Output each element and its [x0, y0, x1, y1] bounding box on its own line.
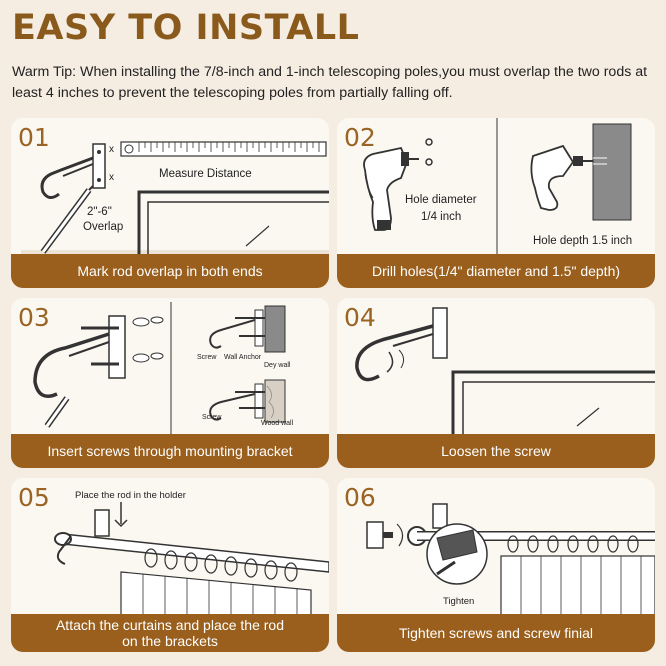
step-04-number: 04	[344, 303, 376, 332]
step-04-panel: 04 Loosen the screw	[337, 298, 655, 468]
tape-ticks	[138, 142, 320, 152]
x-mark-top: x	[109, 144, 114, 155]
step-02-number: 02	[344, 123, 376, 152]
x-mark-bottom: x	[109, 172, 114, 183]
step-02-panel: 02 Hole diameter 1/4 inch Hole depth 1.5…	[337, 118, 655, 288]
step-05-caption-line2: on the brackets	[122, 633, 218, 649]
wood-wall-label: Wood wall	[261, 420, 294, 427]
step-06-number: 06	[344, 483, 376, 512]
step-03-panel: 03 Screw Wall Anchor Dey wall Screw Wood…	[11, 298, 329, 468]
page-title: EASY TO INSTALL	[12, 8, 360, 48]
quarter-inch-label: 1/4 inch	[421, 211, 462, 223]
step-01-caption: Mark rod overlap in both ends	[11, 254, 329, 288]
tighten-label: Tighten	[443, 596, 475, 607]
measure-distance-label: Measure Distance	[159, 168, 252, 180]
step-06-panel: 06 Tighten Tighten screws and screw fini…	[337, 478, 655, 652]
screw-label-2: Screw	[202, 414, 222, 421]
step-03-number: 03	[18, 303, 50, 332]
overlap-size-label: 2"-6"	[87, 206, 112, 218]
step-04-caption: Loosen the screw	[337, 434, 655, 468]
step-05-panel: 05 Place the rod in the holder Attach th…	[11, 478, 329, 652]
step-02-illustration	[363, 118, 632, 258]
hole-depth-label: Hole depth 1.5 inch	[533, 235, 633, 247]
place-rod-label: Place the rod in the holder	[75, 490, 186, 501]
step-05-caption-line1: Attach the curtains and place the rod	[55, 617, 285, 633]
step-05-caption: Attach the curtains and place the rod on…	[11, 614, 329, 652]
step-03-caption: Insert screws through mounting bracket	[11, 434, 329, 468]
step-05-number: 05	[18, 483, 50, 512]
dry-wall-label: Dey wall	[264, 362, 291, 369]
step-03-illustration	[33, 302, 286, 434]
overlap-label: Overlap	[83, 221, 124, 233]
screw-label-1: Screw	[197, 354, 217, 361]
wall-anchor-label: Wall Anchor	[224, 354, 262, 361]
step-05-illustration	[54, 502, 329, 619]
step-06-illustration	[366, 503, 655, 619]
hole-diameter-label: Hole diameter	[405, 194, 477, 206]
step-02-caption: Drill holes(1/4" diameter and 1.5" depth…	[337, 254, 655, 288]
step-01-panel: 01 x x Measure Distance 2"-6" Overlap Ma…	[11, 118, 329, 288]
warm-tip: Warm Tip: When installing the 7/8-inch a…	[12, 64, 648, 101]
step-06-caption: Tighten screws and screw finial	[337, 614, 655, 652]
step-01-number: 01	[18, 123, 50, 152]
